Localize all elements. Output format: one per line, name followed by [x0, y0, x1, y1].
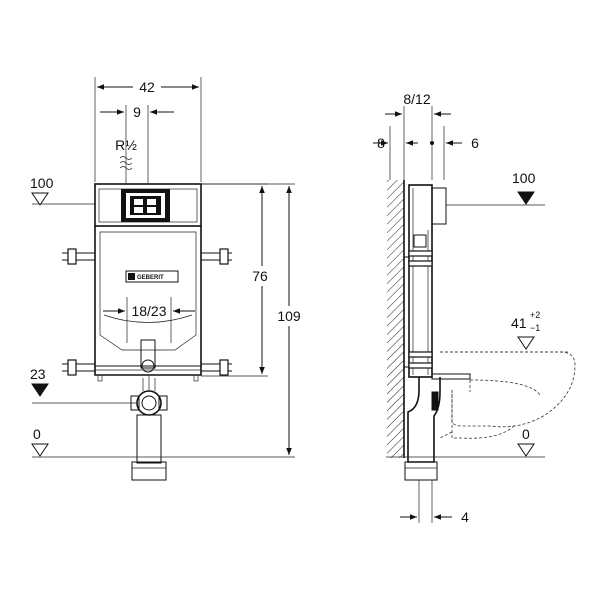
water-supply-icon [119, 156, 133, 170]
level-23-marker: 23 [30, 366, 137, 404]
total-height-label: 109 [277, 308, 301, 324]
level-100-marker: 100 [30, 175, 95, 206]
frame-height-label: 76 [252, 268, 268, 284]
wall-offset-label: 8/12 [403, 91, 430, 107]
front-floor-label: 0 [33, 426, 41, 442]
brand-logo: GEBERIT [137, 275, 164, 281]
frame-side-profile [404, 184, 471, 481]
drain-pipe [130, 375, 168, 481]
front-view: 42 9 R½ 100 [30, 77, 306, 481]
seat-tol-plus: +2 [530, 310, 540, 320]
frame-height-dimension: 76 [201, 183, 276, 377]
bowl-spacing-label: 18/23 [131, 303, 166, 319]
installation-frame: GEBERIT 18/23 [62, 183, 232, 481]
side-view: 8/12 8 6 [373, 91, 576, 525]
total-height-dimension: 109 [201, 183, 306, 455]
front-bottom-level-label: 23 [30, 366, 46, 382]
width-dimension: 42 [94, 77, 202, 182]
pipe-offset-dimension: 4 [400, 480, 469, 525]
pipe-label: 4 [461, 509, 469, 525]
floor-level-marker-front: 0 [31, 426, 295, 458]
offset-label: 9 [133, 104, 141, 120]
depth-dimension: 8 6 [373, 126, 479, 180]
level-100-marker-side: 100 [446, 170, 545, 206]
front-top-level-label: 100 [30, 175, 54, 191]
side-floor-label: 0 [522, 426, 530, 442]
pipe-thread-label: R½ [115, 137, 137, 153]
spacing-label: 6 [471, 135, 479, 151]
seat-height-label: 41 [511, 315, 527, 331]
width-label: 42 [139, 79, 155, 95]
seat-tol-minus: −1 [530, 323, 540, 333]
seat-height-marker: 41 +2 −1 [440, 310, 570, 353]
offset-dimension: 9 [100, 104, 174, 183]
toilet-bowl-outline [439, 351, 576, 439]
depth-label: 8 [377, 135, 385, 151]
floor-level-marker-side: 0 [386, 426, 545, 458]
wall-section [387, 180, 404, 458]
wall-offset-dimension: 8/12 [385, 91, 451, 180]
side-top-level-label: 100 [512, 170, 536, 186]
